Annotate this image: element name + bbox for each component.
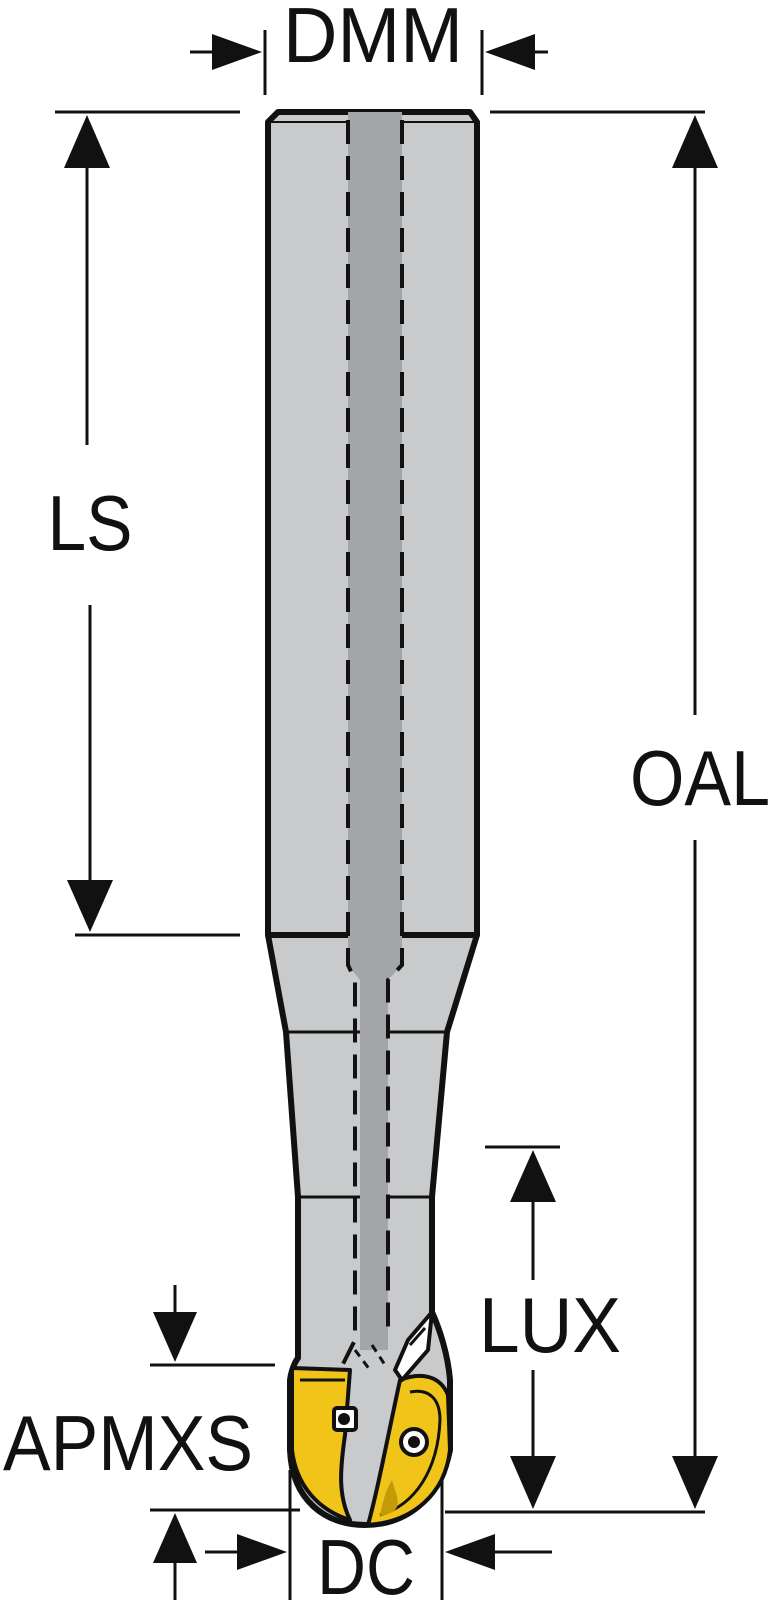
ls-arrowhead-top <box>64 115 110 168</box>
ls-arrowhead-bottom <box>67 880 113 932</box>
dc-arrowhead-right <box>445 1534 495 1570</box>
oal-label: OAL <box>630 734 770 822</box>
dc-label: DC <box>317 1523 415 1600</box>
insert-left <box>290 1366 352 1522</box>
lux-label: LUX <box>479 1281 621 1369</box>
lux-arrowhead-bottom <box>510 1456 556 1509</box>
dc-arrowhead-left <box>237 1534 287 1570</box>
apmxs-arrowhead-bottom <box>153 1513 197 1563</box>
oal-arrowhead-bottom <box>672 1456 718 1509</box>
coolant-channel-hidden-left <box>338 120 357 1371</box>
insert-right-shade <box>380 1480 398 1516</box>
dimension-lines <box>55 30 718 1600</box>
lux-arrowhead-top <box>510 1150 556 1202</box>
apmxs-label: APMXS <box>3 1399 253 1487</box>
insert-right-inner-edge <box>379 1389 442 1517</box>
ls-label: LS <box>48 479 133 567</box>
apmxs-arrowhead-top <box>153 1312 197 1362</box>
dmm-arrowhead-right <box>485 34 535 70</box>
coolant-exit-hidden <box>353 1344 387 1371</box>
oal-arrowhead-top <box>672 115 718 168</box>
dimension-labels: DMM LS OAL LUX APMXS DC <box>3 0 770 1600</box>
dmm-label: DMM <box>283 0 463 79</box>
coolant-channel <box>348 112 402 1350</box>
tool-body <box>265 109 480 1528</box>
dmm-arrowhead-left <box>212 34 262 70</box>
cutting-head <box>290 1310 452 1527</box>
